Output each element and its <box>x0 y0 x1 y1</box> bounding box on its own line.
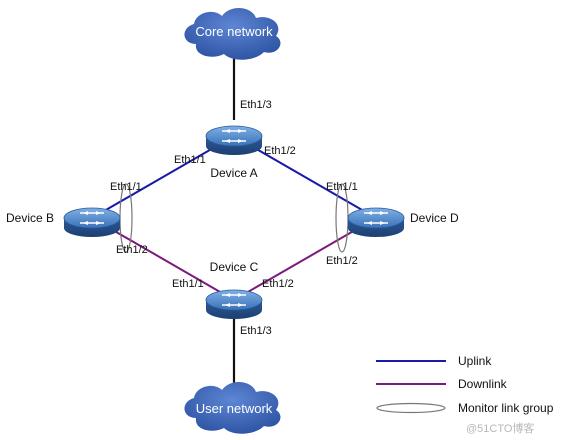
core-network-label: Core network <box>195 24 273 39</box>
port-label-a-eth13: Eth1/3 <box>240 99 272 111</box>
user-network-label: User network <box>196 401 273 416</box>
legend-monitor-group-swatch <box>376 402 446 414</box>
device-d-label: Device D <box>410 211 459 225</box>
device-a-label: Device A <box>210 166 257 180</box>
watermark: @51CTO博客 <box>466 421 534 435</box>
port-label-a-eth12: Eth1/2 <box>264 145 296 157</box>
core-network-cloud: Core network <box>184 7 281 60</box>
port-label-d-eth12: Eth1/2 <box>326 255 358 267</box>
monitor-link-group-d <box>335 183 349 253</box>
device-b-switch-icon <box>63 207 121 237</box>
port-label-c-eth13: Eth1/3 <box>240 325 272 337</box>
legend: Uplink Downlink Monitor link group <box>376 354 554 415</box>
device-d-switch-icon <box>347 207 405 237</box>
device-c-label: Device C <box>210 260 259 274</box>
user-network-cloud: User network <box>184 381 281 434</box>
port-label-c-eth11: Eth1/1 <box>172 278 204 290</box>
device-a-switch-icon <box>205 125 263 155</box>
legend-uplink-label: Uplink <box>458 354 492 368</box>
port-label-b-eth12: Eth1/2 <box>116 244 148 256</box>
port-label-c-eth12: Eth1/2 <box>262 278 294 290</box>
device-c-switch-icon <box>205 289 263 319</box>
port-label-b-eth11: Eth1/1 <box>110 181 142 193</box>
port-label-a-eth11: Eth1/1 <box>174 154 206 166</box>
legend-monitor-group-label: Monitor link group <box>458 401 554 415</box>
monitor-link-group-b <box>119 183 133 253</box>
port-label-d-eth11: Eth1/1 <box>326 181 358 193</box>
legend-downlink-label: Downlink <box>458 377 508 391</box>
device-b-label: Device B <box>6 211 54 225</box>
